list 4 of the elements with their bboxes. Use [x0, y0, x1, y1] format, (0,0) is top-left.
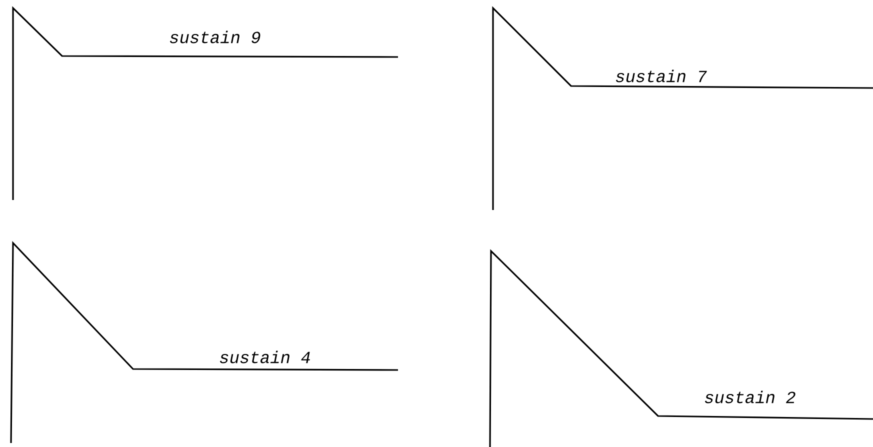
- envelope-label: sustain 2: [705, 390, 796, 404]
- envelope-label: sustain 4: [220, 350, 310, 364]
- envelope-label: sustain 7: [616, 70, 707, 82]
- envelope-label: sustain 9: [170, 30, 260, 44]
